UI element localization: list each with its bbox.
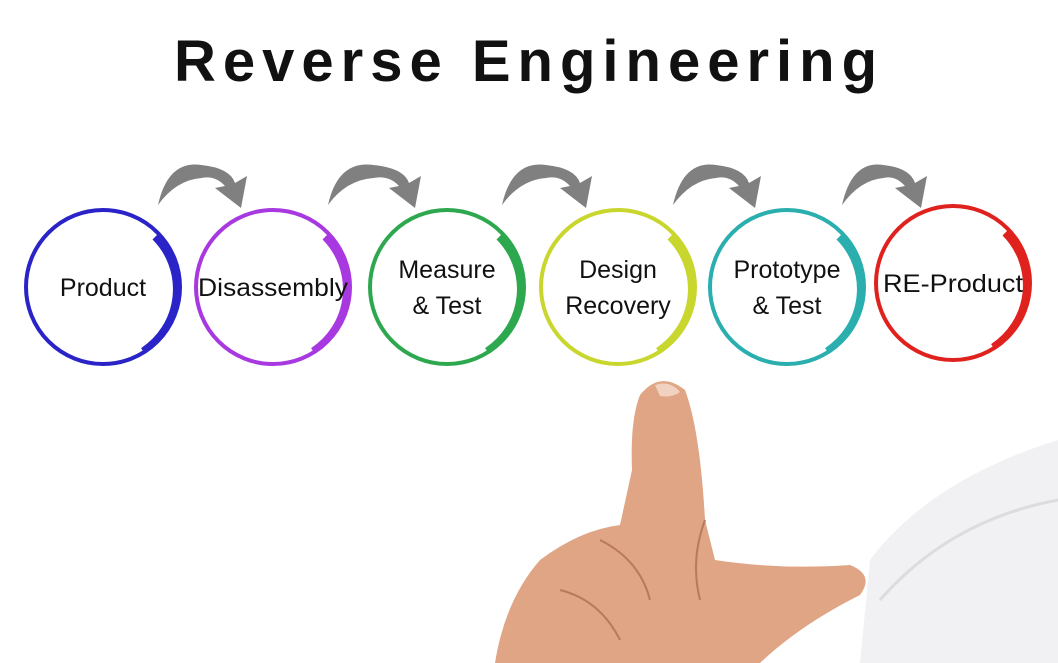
- step-label: & Test: [412, 292, 481, 320]
- step-label: Measure: [398, 256, 495, 284]
- step-circle-accent: [991, 230, 1030, 350]
- step-circle-accent: [485, 234, 524, 354]
- step-circle-accent: [311, 234, 350, 354]
- pointing-hand-image: [495, 381, 1058, 663]
- step-circle: [194, 208, 352, 366]
- step-circle-accent: [141, 234, 180, 354]
- step-circle: [368, 208, 526, 366]
- step-circle: [24, 208, 182, 366]
- curved-arrow-icon: [502, 164, 592, 208]
- step-3: Measure & Test: [368, 208, 526, 366]
- step-1: Product: [24, 208, 182, 366]
- curved-arrow-icon: [158, 164, 247, 208]
- curved-arrow-icon: [842, 164, 927, 208]
- step-6: RE-Product: [874, 204, 1032, 362]
- step-circle: [539, 208, 697, 366]
- step-5: Prototype & Test: [708, 208, 866, 366]
- curved-arrow-icon: [328, 164, 421, 208]
- step-label: Disassembly: [198, 274, 349, 302]
- step-circle-accent: [825, 234, 864, 354]
- step-label: Product: [60, 274, 146, 302]
- curved-arrow-icon: [673, 164, 761, 208]
- step-circle: [708, 208, 866, 366]
- step-label: RE-Product: [883, 270, 1023, 298]
- diagram-title: Reverse Engineering: [174, 29, 884, 94]
- step-circle-accent: [656, 234, 695, 354]
- step-label: Design: [579, 256, 657, 284]
- step-2: Disassembly: [194, 208, 352, 366]
- step-label: Prototype: [733, 256, 840, 284]
- step-circle: [874, 204, 1032, 362]
- step-label: & Test: [752, 292, 821, 320]
- step-label: Recovery: [565, 292, 671, 320]
